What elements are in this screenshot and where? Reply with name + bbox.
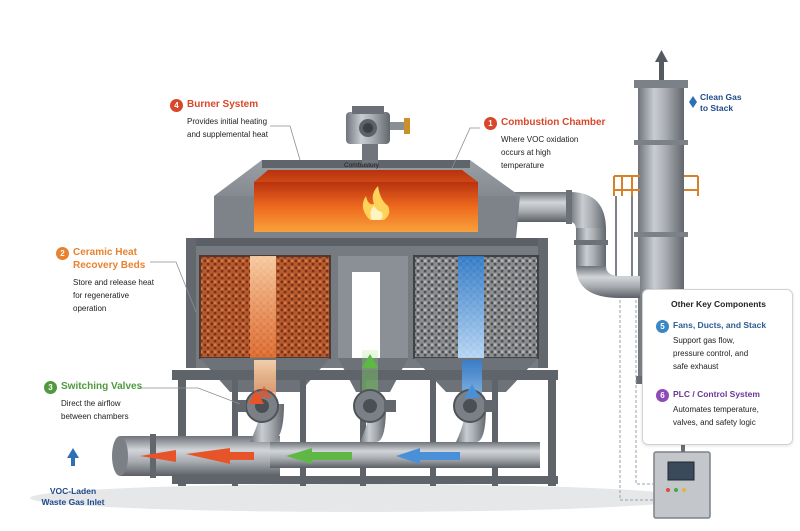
callout-4-badge: 4 — [170, 99, 183, 112]
outlet-arrow — [655, 50, 668, 80]
callout-3-title: Switching Valves — [61, 381, 142, 392]
callout-4-description: Provides initial heating and supplementa… — [187, 115, 268, 141]
outlet-marker — [689, 96, 697, 108]
ground-shadow — [30, 484, 690, 512]
stack-supports — [616, 196, 632, 290]
callout-4-title: Burner System — [187, 99, 258, 110]
callout-1-badge: 1 — [484, 117, 497, 130]
ceramic-bed-right — [414, 256, 538, 358]
callout-5-title: Fans, Ducts, and Stack — [673, 320, 766, 330]
center-bed — [338, 256, 408, 358]
callout-1-description: Where VOC oxidation occurs at high tempe… — [501, 133, 578, 172]
callout-3-badge: 3 — [44, 381, 57, 394]
inlet-marker — [67, 448, 79, 466]
outlet-label: Clean Gas to Stack — [700, 92, 742, 114]
inlet-label: VOC-Laden Waste Gas Inlet — [30, 486, 116, 508]
ceramic-bed-left — [200, 256, 330, 358]
burner-nameplate: Combustory — [344, 162, 379, 169]
combustion-chamber — [254, 170, 478, 232]
callout-5-badge: 5 — [656, 320, 669, 333]
callout-2-title: Ceramic Heat Recovery Beds — [73, 246, 145, 272]
panel-title: Other Key Components — [643, 299, 794, 309]
callout-5-description: Support gas flow, pressure control, and … — [673, 334, 748, 373]
callout-3-description: Direct the airflow between chambers — [61, 397, 129, 423]
callout-2-description: Store and release heat for regenerative … — [73, 276, 154, 315]
callout-6-title: PLC / Control System — [673, 389, 760, 399]
callout-1-title: Combustion Chamber — [501, 117, 605, 128]
callout-6-description: Automates temperature, valves, and safet… — [673, 403, 759, 429]
other-components-panel: Other Key Components 5 Fans, Ducts, and … — [642, 289, 793, 445]
switching-valve-center — [354, 390, 396, 422]
callout-2-badge: 2 — [56, 247, 69, 260]
burner-assembly — [346, 106, 410, 164]
callout-6-badge: 6 — [656, 389, 669, 402]
